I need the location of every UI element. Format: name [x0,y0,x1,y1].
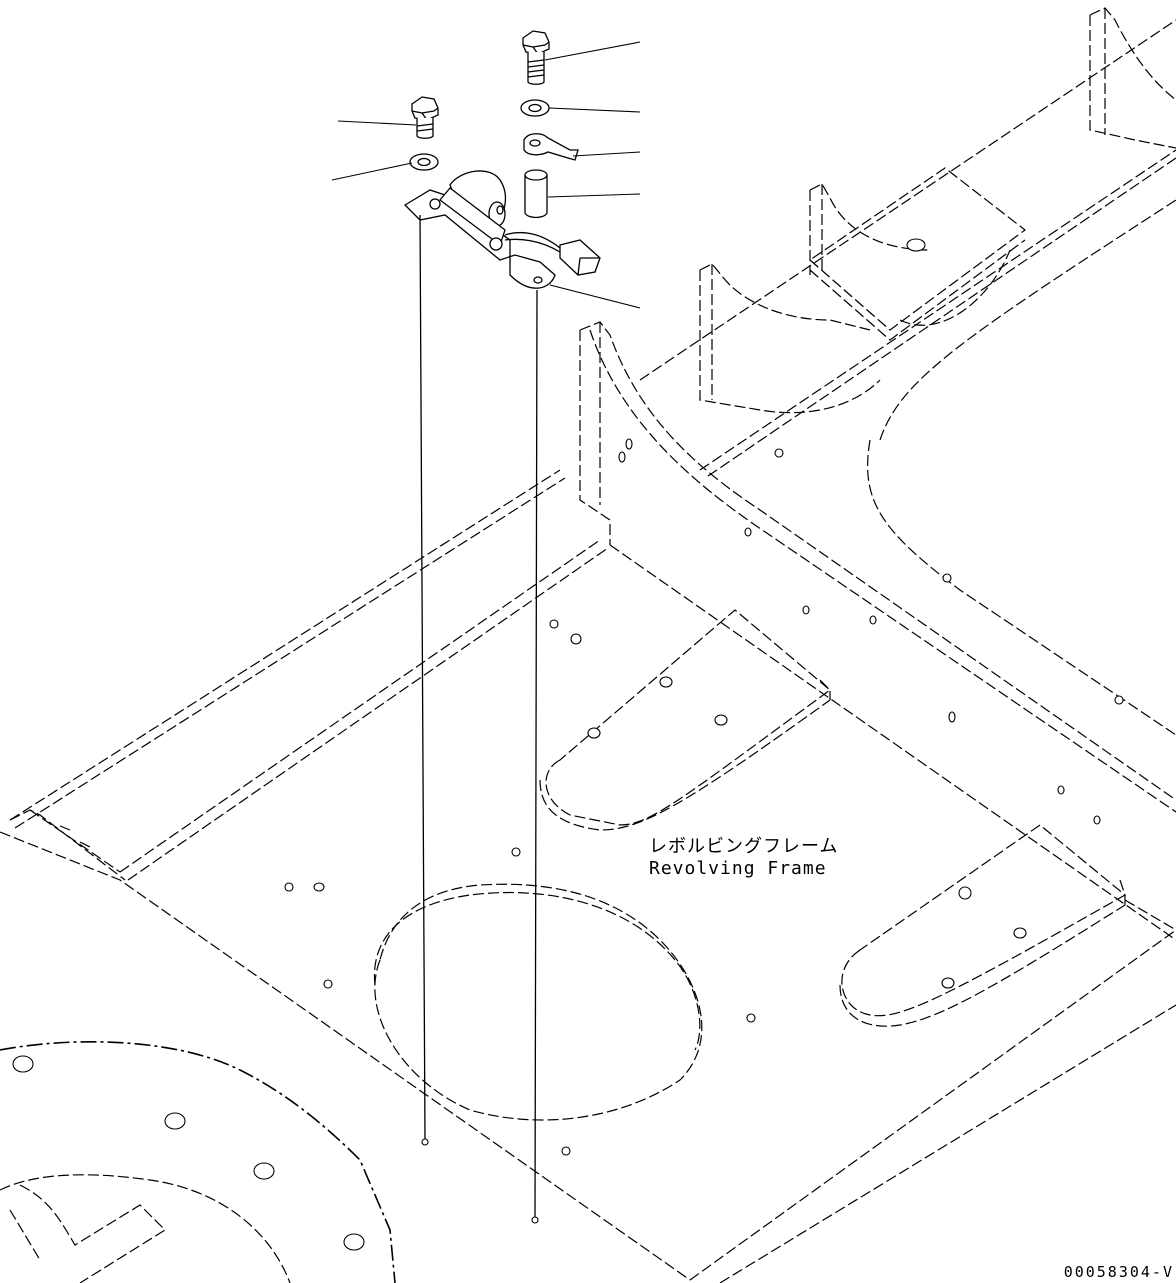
drawing-number: 00058304-V [1063,1263,1174,1281]
frame-label-english: Revolving Frame [649,858,827,879]
washer-left [409,153,439,171]
bolt-small [411,96,439,139]
ground-terminal [523,133,579,161]
spacer-collar [524,169,548,219]
frame-holes [12,238,1124,1251]
horn-assembly [403,170,601,289]
washer-right [520,99,550,117]
bolt-large [522,30,550,85]
assembly-lines [419,214,539,1224]
frame-label-japanese: レボルビングフレーム [649,836,839,857]
revolving-frame [0,7,1176,1283]
revolving-frame-label: レボルビングフレーム Revolving Frame [649,836,838,880]
leader-lines [331,41,641,309]
